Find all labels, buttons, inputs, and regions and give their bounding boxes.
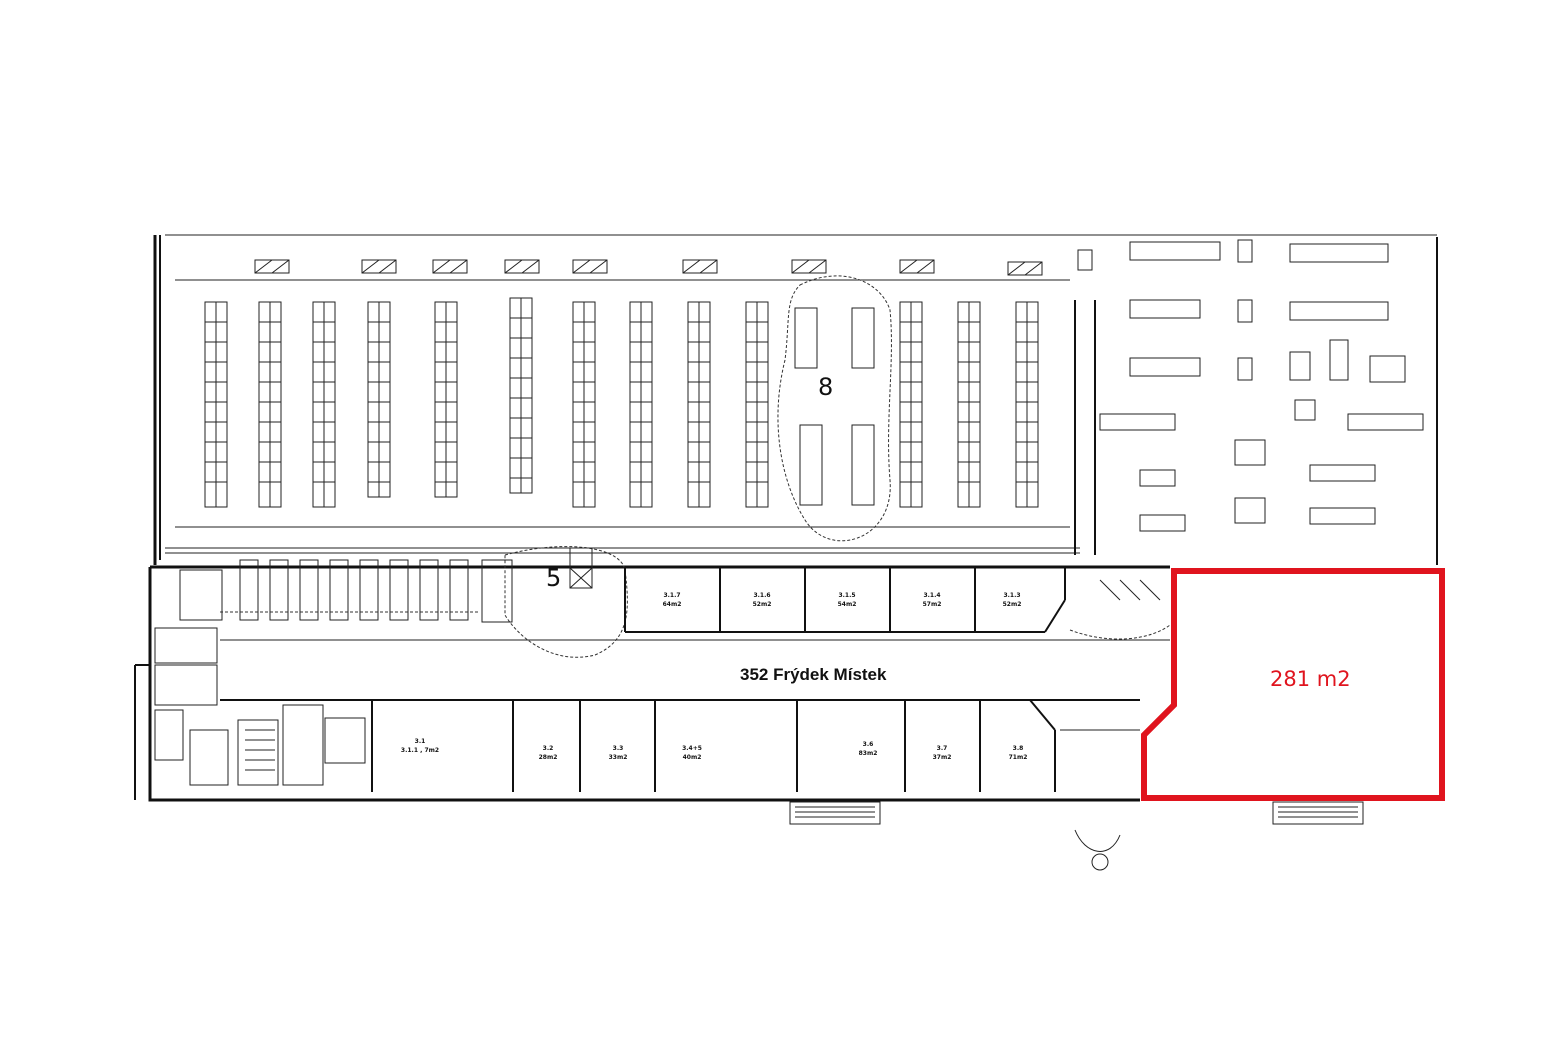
- highlighted-area-label: 281 m2: [1270, 667, 1351, 691]
- bottom-unit-labels: 3.1 3.1.1 , 7m2 3.2 28m2 3.3 33m2 3.4+5 …: [401, 738, 1027, 761]
- unit-area: 71m2: [1009, 754, 1028, 761]
- unit-area: 54m2: [838, 601, 857, 608]
- unit-area: 3.1.1 , 7m2: [401, 747, 439, 754]
- unit-area: 57m2: [923, 601, 942, 608]
- rack: [312, 301, 336, 508]
- rack: [629, 301, 653, 508]
- store-label: 352 Frýdek Místek: [740, 665, 887, 684]
- shelving-racks: [175, 259, 1070, 528]
- building-outline: [134, 234, 1441, 802]
- unit-code: 3.8: [1013, 745, 1024, 752]
- unit-code: 3.1.7: [663, 592, 680, 599]
- zone-label-5: 5: [546, 564, 561, 592]
- bottom-units: [371, 699, 1140, 792]
- unit-code: 3.2: [543, 745, 554, 752]
- right-area-fixtures: [1077, 239, 1424, 532]
- rack: [1015, 301, 1039, 508]
- unit-code: 3.1.4: [923, 592, 940, 599]
- unit-code: 3.4+5: [682, 745, 702, 752]
- zone-label-8: 8: [818, 373, 833, 401]
- unit-area: 40m2: [683, 754, 702, 761]
- rack: [899, 301, 923, 508]
- unit-code: 3.6: [863, 741, 874, 748]
- rack: [687, 301, 711, 508]
- unit-area: 52m2: [1003, 601, 1022, 608]
- rack: [367, 301, 391, 498]
- rack: [509, 297, 533, 494]
- top-units: [624, 567, 1066, 633]
- highlighted-space-outline[interactable]: [1141, 568, 1445, 801]
- unit-code: 3.3: [613, 745, 624, 752]
- unit-area: 83m2: [859, 750, 878, 757]
- highlighted-space[interactable]: 281 m2: [1141, 568, 1445, 801]
- unit-area: 37m2: [933, 754, 952, 761]
- rack: [258, 301, 282, 508]
- unit-area: 52m2: [753, 601, 772, 608]
- rack: [434, 301, 458, 498]
- zone-8-area: [777, 275, 892, 542]
- rack: [957, 301, 981, 508]
- top-unit-labels: 3.1.7 64m2 3.1.6 52m2 3.1.5 54m2 3.1.4 5…: [663, 592, 1022, 608]
- unit-area: 33m2: [609, 754, 628, 761]
- unit-code: 3.1.3: [1003, 592, 1020, 599]
- top-crates: [254, 259, 1043, 276]
- checkout-lanes: [220, 559, 480, 621]
- unit-code: 3.1.6: [753, 592, 770, 599]
- unit-code: 3.1: [415, 738, 426, 745]
- unit-area: 28m2: [539, 754, 558, 761]
- unit-code: 3.7: [937, 745, 948, 752]
- dimension-marks: [175, 279, 1070, 528]
- rack: [572, 301, 596, 508]
- rack: [204, 301, 228, 508]
- entrance-features: [789, 579, 1364, 871]
- unit-code: 3.1.5: [838, 592, 855, 599]
- unit-area: 64m2: [663, 601, 682, 608]
- service-rooms: [154, 569, 366, 786]
- rack: [745, 301, 769, 508]
